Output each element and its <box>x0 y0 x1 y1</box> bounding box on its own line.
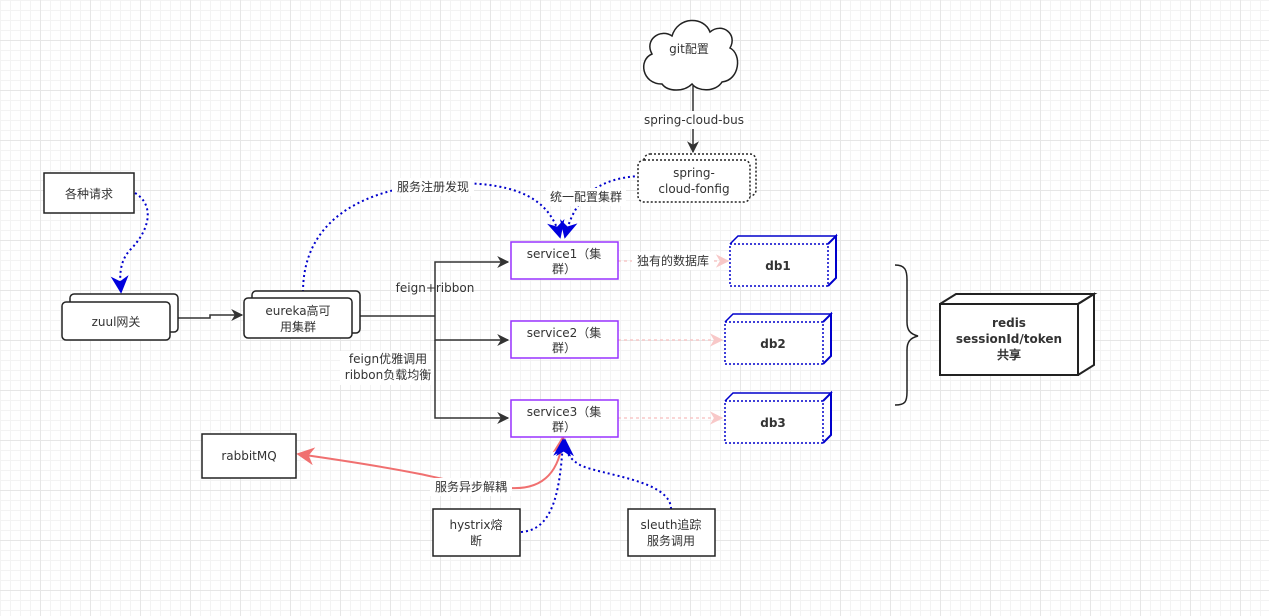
db-side <box>822 311 832 365</box>
node-hystrix-line1: hystrix熔 <box>449 517 502 532</box>
db-front <box>724 400 824 444</box>
node-git-config[interactable]: git配置 <box>642 19 739 91</box>
stack-front <box>61 301 171 341</box>
node-db2-label: db2 <box>760 337 786 351</box>
node-service1-line1: service1（集 <box>527 246 602 261</box>
node-box <box>510 320 619 359</box>
edge-sleuth-to-service3 <box>556 438 672 510</box>
stack-front <box>243 297 353 339</box>
node-hystrix[interactable]: hystrix熔 断 <box>432 508 521 557</box>
db-front <box>729 243 829 287</box>
edge-requests-to-zuul <box>110 192 149 294</box>
edge-feign-to-service2 <box>434 316 510 346</box>
label-bg <box>430 478 512 496</box>
redis-front <box>939 303 1079 376</box>
db-fill <box>725 393 831 443</box>
node-db3[interactable]: db3 <box>724 390 833 444</box>
edge-feign-to-service3 <box>434 340 510 424</box>
label-async-decouple: 服务异步解耦 <box>435 479 507 494</box>
node-rabbitmq-label: rabbitMQ <box>221 449 276 463</box>
node-box <box>627 508 716 557</box>
node-box <box>510 399 619 438</box>
node-db1-label: db1 <box>765 259 791 273</box>
node-service3[interactable]: service3（集 群） <box>510 399 619 438</box>
node-hystrix-line2: 断 <box>470 533 482 548</box>
edge-feign-to-service1 <box>434 256 510 316</box>
label-service-registry: 服务注册发现 <box>397 179 469 194</box>
node-eureka[interactable]: eureka高可 用集群 <box>243 290 361 339</box>
node-redis-line3: 共享 <box>997 347 1021 362</box>
db-side <box>827 233 837 287</box>
node-service2-line2: 群） <box>552 341 576 355</box>
node-requests[interactable]: 各种请求 <box>43 172 135 214</box>
db-side <box>822 390 832 444</box>
label-bg <box>546 188 626 206</box>
db-front <box>724 321 824 365</box>
label-bg <box>392 178 474 196</box>
node-rabbitmq[interactable]: rabbitMQ <box>201 433 297 479</box>
node-config-line2: cloud-fonfig <box>658 182 729 196</box>
node-zuul-label: zuul网关 <box>92 315 141 329</box>
label-feign-ribbon: feign+ribbon <box>396 281 475 295</box>
node-git-config-label: git配置 <box>669 42 709 56</box>
node-sleuth[interactable]: sleuth追踪 服务调用 <box>627 508 716 557</box>
node-box <box>432 508 521 557</box>
edge-hystrix-to-service3 <box>520 438 572 533</box>
stack-front <box>637 159 751 203</box>
node-spring-cloud-config[interactable]: spring- cloud-fonfig <box>637 153 757 203</box>
node-service3-line1: service3（集 <box>527 404 602 419</box>
edge-zuul-to-eureka <box>178 309 244 321</box>
node-service1[interactable]: service1（集 群） <box>510 241 619 280</box>
edge-config-to-service1 <box>560 175 641 239</box>
brace-shared-session <box>894 264 919 406</box>
node-zuul-gateway[interactable]: zuul网关 <box>61 293 179 341</box>
node-service2[interactable]: service2（集 群） <box>510 320 619 359</box>
node-redis-line1: redis <box>992 316 1026 330</box>
node-box <box>510 241 619 280</box>
node-db2[interactable]: db2 <box>724 311 833 365</box>
redis-fill <box>940 294 1094 375</box>
node-requests-label: 各种请求 <box>65 186 113 201</box>
label-spring-cloud-bus: spring-cloud-bus <box>644 113 744 127</box>
label-feign-elegant: feign优雅调用 <box>349 351 427 366</box>
node-redis[interactable]: redis sessionId/token 共享 <box>939 292 1098 376</box>
label-bg <box>340 351 434 385</box>
redis-side <box>1077 292 1095 376</box>
node-box <box>201 433 297 479</box>
label-bg <box>640 111 748 129</box>
node-sleuth-line2: 服务调用 <box>647 533 695 548</box>
db-fill <box>725 314 831 364</box>
label-bg <box>632 252 714 270</box>
node-service3-line2: 群） <box>552 420 576 434</box>
node-sleuth-line1: sleuth追踪 <box>641 517 702 532</box>
label-ribbon-lb: ribbon负载均衡 <box>345 368 431 382</box>
node-redis-line2: sessionId/token <box>956 332 1062 346</box>
node-db3-label: db3 <box>760 416 786 430</box>
node-box <box>43 172 135 214</box>
label-private-db: 独有的数据库 <box>637 253 709 268</box>
node-eureka-line1: eureka高可 <box>265 303 330 318</box>
label-unified-config: 统一配置集群 <box>550 189 622 204</box>
node-db1[interactable]: db1 <box>729 233 838 287</box>
node-service2-line1: service2（集 <box>527 325 602 340</box>
cloud-shape <box>642 19 739 91</box>
node-eureka-line2: 用集群 <box>280 319 316 334</box>
db-fill <box>730 236 836 286</box>
edge-eureka-registry <box>302 181 565 293</box>
node-config-line1: spring- <box>673 166 715 180</box>
node-service1-line2: 群） <box>552 262 576 276</box>
